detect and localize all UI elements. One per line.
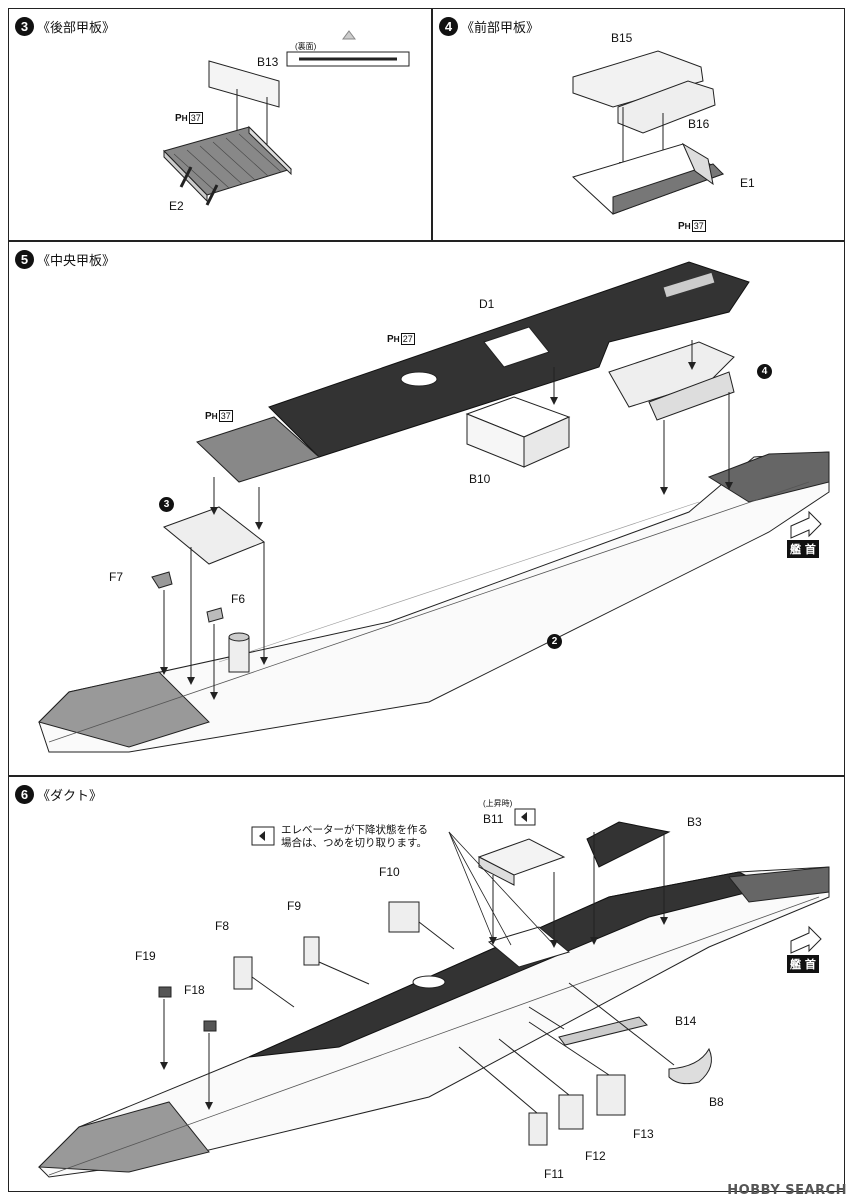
label-F11: F11	[544, 1167, 564, 1181]
ref-step-4-circle: 4	[757, 364, 772, 379]
central-deck-illustration	[38, 261, 830, 753]
label-F18: F18	[184, 983, 205, 997]
label-E2: E2	[169, 199, 184, 213]
label-F12: F12	[585, 1149, 606, 1163]
label-D1: D1	[479, 297, 495, 311]
bow-direction-label: 艦 首	[787, 955, 819, 973]
label-B11: B11	[483, 812, 504, 826]
label-F8: F8	[215, 919, 230, 933]
step-number: 6	[15, 785, 34, 804]
raised-state-note: (上昇時)	[483, 799, 513, 808]
label-B8: B8	[709, 1095, 724, 1109]
note-icon	[251, 826, 275, 846]
raised-icon	[514, 808, 536, 826]
label-F19: F19	[135, 949, 156, 963]
label-B13: B13	[257, 55, 279, 69]
step-number: 3	[15, 17, 34, 36]
label-F7: F7	[109, 570, 124, 584]
front-deck-illustration	[572, 50, 725, 215]
label-F10: F10	[379, 865, 400, 879]
elevator-note: エレベーターが下降状態を作る 場合は、つめを切り取ります。	[281, 824, 428, 849]
watermark: HOBBY SEARCH	[727, 1183, 847, 1198]
step-title: 《中央甲板》	[37, 254, 116, 269]
step-3-header: 3 《後部甲板》	[15, 17, 115, 36]
step-6-header: 6 《ダクト》	[15, 785, 102, 804]
rear-deck-illustration	[163, 30, 410, 206]
ref-step-3-circle: 3	[159, 497, 174, 512]
bow-direction-label: 艦 首	[787, 540, 819, 558]
label-B10: B10	[469, 472, 491, 486]
label-F13: F13	[633, 1127, 654, 1141]
reverse-side-note: (裏面)	[295, 42, 317, 51]
step-6-panel: 6 《ダクト》	[8, 776, 845, 1192]
step-title: 《後部甲板》	[37, 21, 116, 36]
step-title: 《前部甲板》	[461, 21, 540, 36]
step-5-header: 5 《中央甲板》	[15, 250, 115, 269]
step-number: 5	[15, 250, 34, 269]
label-B14: B14	[675, 1014, 697, 1028]
label-F9: F9	[287, 899, 302, 913]
step-title: 《ダクト》	[37, 789, 103, 804]
step-5-panel: 5 《中央甲板》	[8, 241, 845, 776]
step-4-header: 4 《前部甲板》	[439, 17, 539, 36]
label-E1: E1	[740, 176, 755, 190]
label-B15: B15	[611, 31, 633, 45]
ref-step-2-circle: 2	[547, 634, 562, 649]
label-B16: B16	[688, 117, 710, 131]
label-F6: F6	[231, 592, 246, 606]
label-B3: B3	[687, 815, 702, 829]
duct-illustration	[37, 808, 830, 1178]
step-number: 4	[439, 17, 458, 36]
